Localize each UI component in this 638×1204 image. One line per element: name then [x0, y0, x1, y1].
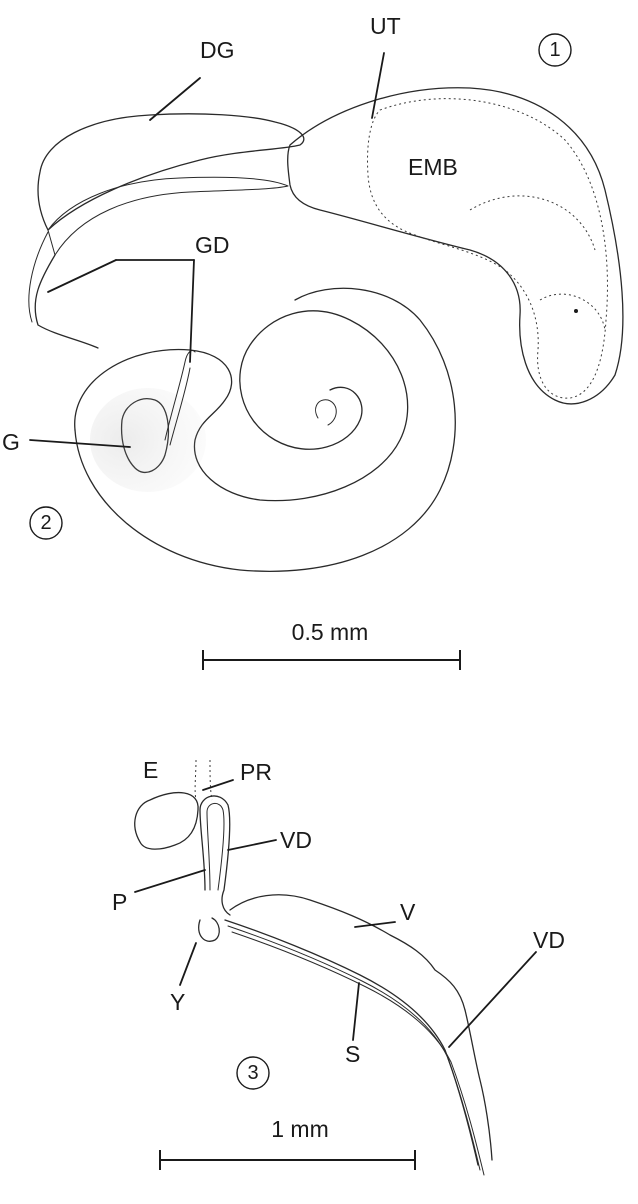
label-v: V	[400, 899, 416, 925]
digestive-gland-lobe	[48, 177, 288, 255]
embryo-outline	[368, 99, 608, 398]
label-e: E	[143, 757, 158, 783]
figure-1-drawing	[29, 88, 623, 404]
label-g: G	[2, 429, 20, 455]
label-gd: GD	[195, 232, 230, 258]
label-ut: UT	[370, 13, 401, 39]
figure-numbers: 1 2 3	[30, 34, 571, 1089]
uterus-outline	[288, 88, 623, 404]
leader-lines	[30, 53, 536, 1047]
label-dg: DG	[200, 37, 235, 63]
label-vd-lower: VD	[533, 927, 565, 953]
figure-2-drawing	[75, 288, 456, 571]
scale-label-bottom: 1 mm	[271, 1116, 329, 1142]
scale-bar-bottom: 1 mm	[160, 1116, 415, 1170]
prostate-duct	[195, 760, 196, 800]
bulb-y	[199, 918, 220, 941]
figure-number-3: 3	[247, 1062, 258, 1084]
vas-deferens-loop	[200, 796, 230, 915]
digestive-gland	[38, 114, 304, 230]
figure-number-1: 1	[549, 39, 560, 61]
label-vd-upper: VD	[280, 827, 312, 853]
label-s: S	[345, 1041, 360, 1067]
label-y: Y	[170, 989, 185, 1015]
scale-bar-top: 0.5 mm	[203, 619, 460, 670]
figure-number-2: 2	[40, 512, 51, 534]
gonoduct-tube	[35, 255, 98, 348]
body-v	[230, 895, 465, 1010]
label-p: P	[112, 889, 127, 915]
labels: DG UT EMB GD G E PR VD P V VD Y S	[2, 13, 565, 1067]
label-emb: EMB	[408, 154, 458, 180]
lobe-e	[135, 793, 198, 850]
figure-3-drawing	[135, 760, 492, 1175]
scale-label-top: 0.5 mm	[292, 619, 369, 645]
label-pr: PR	[240, 759, 272, 785]
